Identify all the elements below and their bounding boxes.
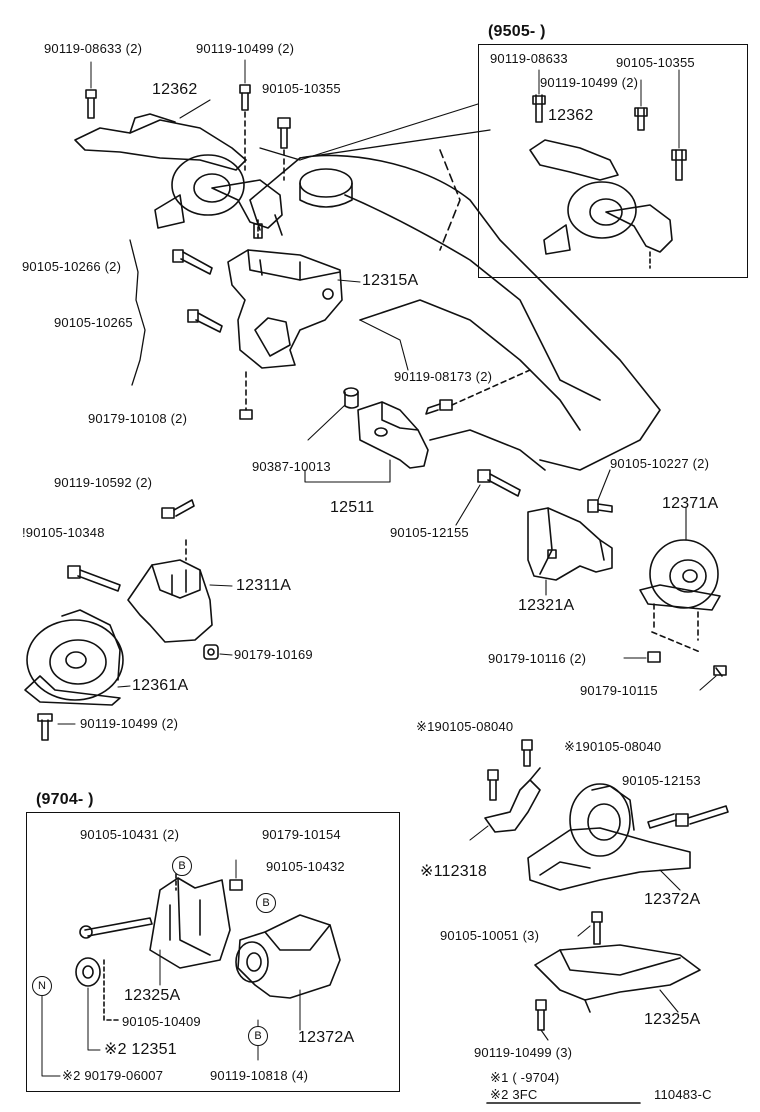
bolt-90105-10051 <box>591 911 603 945</box>
diagram-id: 110483-C <box>654 1087 712 1102</box>
inset-label-12362: 12362 <box>548 107 594 124</box>
label-12325A: 12325A <box>644 1011 701 1028</box>
inset-9704-art <box>41 859 341 1077</box>
label-90105-12153: 90105-12153 <box>622 773 701 788</box>
label-12321A: 12321A <box>518 597 575 614</box>
part-12325A-crossmember <box>534 944 701 1013</box>
label-112318: ※112318 <box>420 863 488 880</box>
leader-lines <box>57 99 717 1041</box>
label-90119-10592: 90119-10592 (2) <box>54 475 153 490</box>
label-12315A: 12315A <box>362 272 419 289</box>
part-12361A-mount <box>24 609 124 741</box>
label-90119-10499-b: 90119-10499 (2) <box>80 716 179 731</box>
callout-b-3: B <box>248 1026 268 1046</box>
label-90105-08040-b: ※190105-08040 <box>564 739 662 754</box>
part-12372A-mount-right <box>527 783 691 891</box>
bolt-90105-10348 <box>67 565 121 592</box>
bolt-90105-10265 <box>187 309 223 333</box>
part-12321A-bracket <box>527 507 613 581</box>
footnote-2: ※2 3FC <box>490 1087 538 1102</box>
label-90179-10116: 90179-10116 (2) <box>488 651 587 666</box>
bolt-90105-10227 <box>587 499 613 513</box>
bolt-90119-10499 <box>239 59 251 171</box>
callout-b-1: B <box>172 856 192 876</box>
label-90179-10169: 90179-10169 <box>234 647 313 662</box>
inset-label-90179-06007: ※2 90179-06007 <box>62 1068 164 1083</box>
part-12362-mount <box>74 113 283 241</box>
inset-label-12351: ※2 12351 <box>104 1041 177 1058</box>
inset-heading-9704: (9704- ) <box>36 791 94 808</box>
inset-label-12325A: 12325A <box>124 987 181 1004</box>
label-90119-08633: 90119-08633 (2) <box>44 41 143 56</box>
inset-label-90105-10409: 90105-10409 <box>122 1014 201 1029</box>
callout-b-2: B <box>256 893 276 913</box>
inset-label-90119-10499: 90119-10499 (2) <box>540 75 639 90</box>
nut-90179-10169 <box>203 644 219 660</box>
footnote-1: ※1 ( -9704) <box>490 1070 560 1085</box>
bolt-90105-12155 <box>477 469 521 497</box>
label-12372A: 12372A <box>644 891 701 908</box>
label-90387-10013: 90387-10013 <box>252 459 331 474</box>
bolt-90105-08040-b <box>521 739 533 767</box>
label-90119-08173: 90119-08173 (2) <box>394 369 493 384</box>
label-90105-10348: !90105-10348 <box>22 525 105 540</box>
label-12311A: 12311A <box>236 577 292 594</box>
label-90105-10265: 90105-10265 <box>54 315 133 330</box>
inset-frame-9505 <box>478 44 748 278</box>
bolt-90105-08040-a <box>487 769 499 801</box>
part-12511-bracket <box>343 387 429 469</box>
engine-block-outline <box>249 129 661 471</box>
bolt-90105-10266 <box>172 249 213 275</box>
bolt-90105-12153 <box>647 805 729 829</box>
bolt-90119-08173 <box>425 369 531 415</box>
inset-9505-art <box>529 69 687 269</box>
inset-label-90105-10432: 90105-10432 <box>266 859 345 874</box>
bolt-90119-10592 <box>161 499 195 519</box>
label-12511: 12511 <box>330 499 375 516</box>
inset-label-90119-08633: 90119-08633 <box>490 51 568 66</box>
bolt-90119-10499-c <box>535 999 547 1031</box>
label-90105-10266: 90105-10266 (2) <box>22 259 122 274</box>
inset-label-90119-10818: 90119-10818 (4) <box>210 1068 309 1083</box>
part-12315A-bracket <box>227 249 343 420</box>
label-90119-10499-c: 90119-10499 (3) <box>474 1045 573 1060</box>
label-90179-10115: 90179-10115 <box>580 683 658 698</box>
label-12362: 12362 <box>152 81 198 98</box>
part-12311A-bracket <box>127 539 213 643</box>
inset-label-90179-10154: 90179-10154 <box>262 827 341 842</box>
bolt-90105-10355 <box>277 117 291 181</box>
callout-n: N <box>32 976 52 996</box>
inset-label-90105-10431: 90105-10431 (2) <box>80 827 180 842</box>
label-90119-10499: 90119-10499 (2) <box>196 41 295 56</box>
part-112318-bracket <box>484 767 541 833</box>
inset-frame-9704 <box>26 812 400 1092</box>
label-90179-10108: 90179-10108 (2) <box>88 411 188 426</box>
label-90105-12155: 90105-12155 <box>390 525 469 540</box>
label-90105-10227: 90105-10227 (2) <box>610 456 710 471</box>
label-90105-10355: 90105-10355 <box>262 81 341 96</box>
inset-label-90105-10355: 90105-10355 <box>616 55 695 70</box>
leader-wavy <box>129 239 146 386</box>
inset-heading-9505: (9505- ) <box>488 23 546 40</box>
label-90105-10051: 90105-10051 (3) <box>440 928 540 943</box>
bolt-90119-08633 <box>85 61 97 119</box>
inset-label-12372A: 12372A <box>298 1029 355 1046</box>
label-90105-08040-a: ※190105-08040 <box>416 719 514 734</box>
part-12371A-mount <box>639 539 727 677</box>
label-12361A: 12361A <box>132 677 189 694</box>
label-12371A: 12371A <box>662 495 719 512</box>
